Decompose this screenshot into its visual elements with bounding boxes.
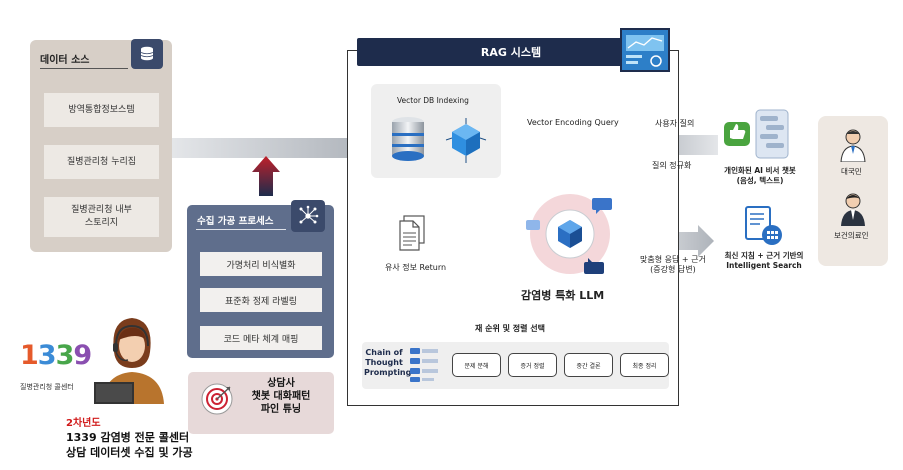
chatbot-label: 개인화된 AI 비서 챗봇 (음성, 텍스트) xyxy=(724,166,796,185)
process-item: 표준화 정제 라벨링 xyxy=(200,288,322,312)
similar-return-label: 유사 정보 Return xyxy=(385,263,447,272)
ingest-arrow xyxy=(172,130,370,166)
source-item: 방역통합정보스템 xyxy=(44,93,159,127)
doctor-icon xyxy=(840,128,866,163)
dashboard-icon xyxy=(620,28,670,72)
data-source-title: 데이터 소스 xyxy=(40,55,90,66)
citizen-icon xyxy=(840,192,866,226)
database-icon xyxy=(131,39,163,69)
process-title: 수집 가공 프로세스 xyxy=(197,216,274,227)
llm-graphic xyxy=(520,186,620,282)
rag-title: RAG 시스템 xyxy=(357,38,665,66)
cube-icon xyxy=(444,116,488,164)
callcenter-logo: 1339 xyxy=(20,340,92,371)
rerank-label: 재 순위 및 정렬 선택 xyxy=(475,324,546,333)
answer-label: 맞춤형 응답 + 근거 (증강형 답변) xyxy=(640,255,706,274)
divider xyxy=(196,229,286,230)
process-item: 코드 메타 체계 매핑 xyxy=(200,326,322,350)
chain-icon xyxy=(408,346,440,384)
medical-label: 보건의료인 xyxy=(834,231,869,240)
headset-agent-icon xyxy=(92,312,172,404)
server-icon xyxy=(388,116,428,164)
callcenter-line2: 상담 데이터셋 수집 및 가공 xyxy=(66,446,193,459)
callcenter-line1: 1339 감염병 전문 콜센터 xyxy=(66,431,190,444)
cot-step: 문제 분해 xyxy=(452,353,501,377)
query-normalize-label: 질의 정규화 xyxy=(652,161,692,170)
divider xyxy=(40,68,128,69)
encoding-query-label: Vector Encoding Query xyxy=(527,118,619,127)
network-icon xyxy=(291,200,325,232)
source-item: 질병관리청 누리집 xyxy=(44,145,159,179)
target-icon xyxy=(200,382,234,416)
chat-icon xyxy=(722,108,792,164)
search-document-icon xyxy=(742,205,786,249)
logo-caption: 질병관리청 콜센터 xyxy=(20,383,74,391)
vector-db-label: Vector DB Indexing xyxy=(397,96,469,105)
search-label: 최신 지침 + 근거 기반의 Intelligent Search xyxy=(724,251,804,270)
user-query-label: 사용자 질의 xyxy=(655,119,695,128)
citizen-label: 대국민 xyxy=(841,167,862,176)
process-up-arrow xyxy=(252,156,280,196)
source-item: 질병관리청 내부 스토리지 xyxy=(44,197,159,237)
cot-step: 중간 결론 xyxy=(564,353,613,377)
year-label: 2차년도 xyxy=(66,418,101,429)
cot-label: Chain of Thought Prompting xyxy=(364,348,412,377)
llm-title: 감염병 특화 LLM xyxy=(521,289,605,302)
cot-step: 증거 정렬 xyxy=(508,353,557,377)
tuning-text: 상담사 챗봇 대화패턴 파인 튜닝 xyxy=(251,378,311,415)
document-icon xyxy=(397,215,427,251)
cot-step: 최종 정리 xyxy=(620,353,669,377)
process-item: 가명처리 비식별화 xyxy=(200,252,322,276)
